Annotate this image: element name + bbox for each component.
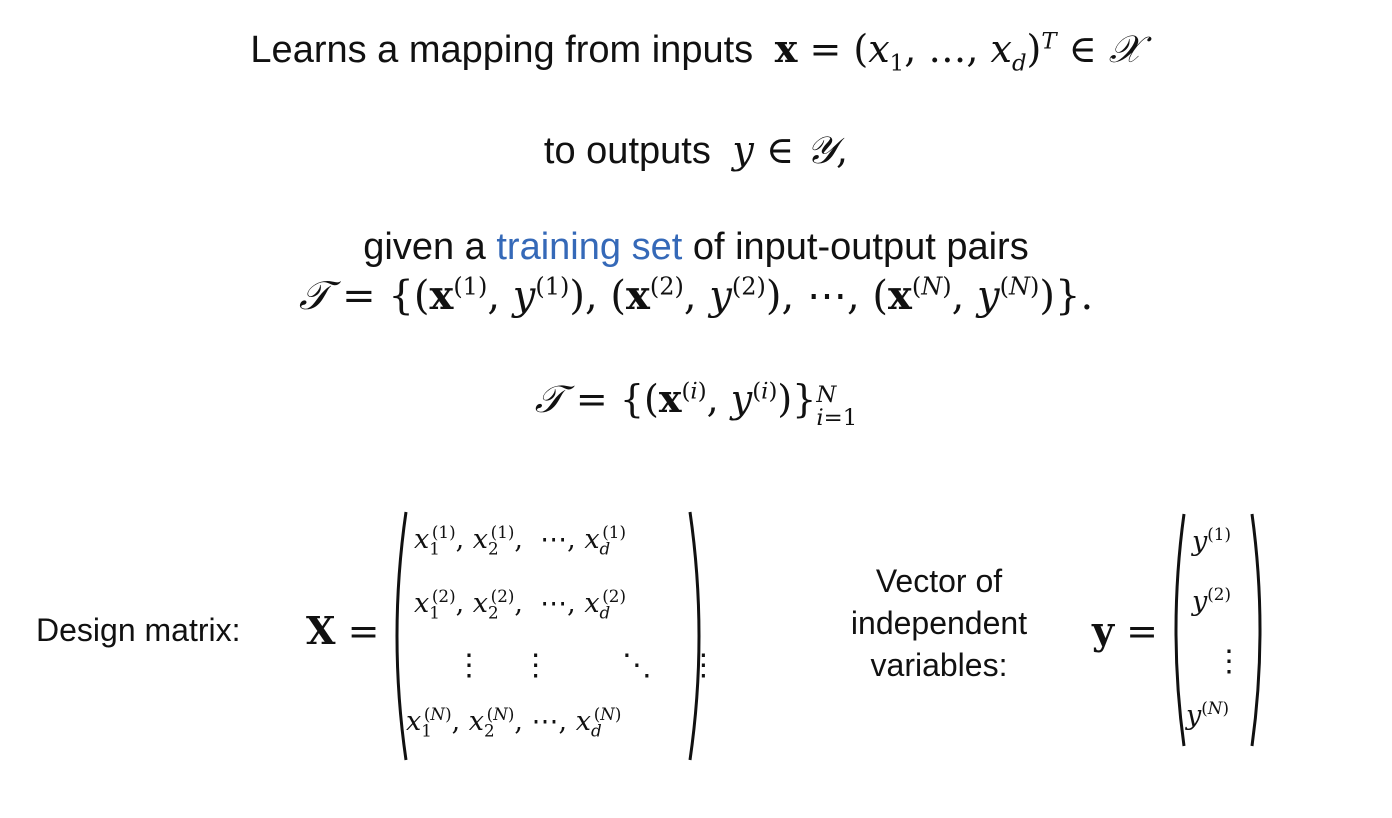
vector-label: Vector of independent variables: — [832, 560, 1046, 686]
matrix-row-4: x1(N), x2(N), ⋯, xd(N) — [406, 704, 622, 741]
training-suffix: of input-output pairs — [692, 226, 1029, 268]
matrix-right-paren — [688, 511, 701, 761]
design-matrix-label: Design matrix: — [36, 612, 241, 648]
vector-label-line-1: Vector of — [875, 563, 1003, 599]
outputs-formula: y ∈ 𝒴, — [732, 128, 849, 172]
matrix-row-2: x1(2), x2(2), ⋯, xd(2) — [414, 586, 626, 623]
vector-label-line-2: independent — [850, 605, 1028, 641]
vector-entry-2: y(2) — [1192, 584, 1231, 617]
matrix-left-paren — [395, 511, 408, 761]
statement-outputs: to outputs y ∈ 𝒴, — [0, 128, 1392, 173]
inputs-text: Learns a mapping from inputs — [250, 29, 754, 71]
vector-left-paren — [1174, 513, 1186, 747]
design-matrix-symbol: X = — [306, 608, 380, 653]
training-prefix: given a — [363, 226, 486, 268]
vector-entry-3: ⋮ — [1214, 644, 1244, 679]
vector-right-paren — [1250, 513, 1262, 747]
training-set-term: training set — [496, 226, 683, 268]
outputs-text: to outputs — [543, 130, 711, 172]
matrix-row-1: x1(1), x2(1), ⋯, xd(1) — [414, 522, 626, 559]
vector-entry-1: y(1) — [1192, 524, 1231, 557]
training-set-formula: 𝒯 = {(x(1), y(1)), (x(2), y(2)), ⋯, (x(N… — [298, 272, 1094, 319]
matrix-row-3: ⋮ ⋮ ⋱ ⋮ — [454, 648, 721, 683]
vector-label-line-3: variables: — [870, 647, 1008, 683]
statement-training: given a training set of input-output pai… — [0, 226, 1392, 269]
vector-symbol: y = — [1092, 608, 1159, 653]
statement-inputs: Learns a mapping from inputs x = (x1, …,… — [0, 26, 1392, 77]
vector-entry-4: y(N) — [1186, 698, 1229, 731]
inputs-formula: x = (x1, …, xd)T ∈ 𝒳 — [774, 26, 1142, 77]
